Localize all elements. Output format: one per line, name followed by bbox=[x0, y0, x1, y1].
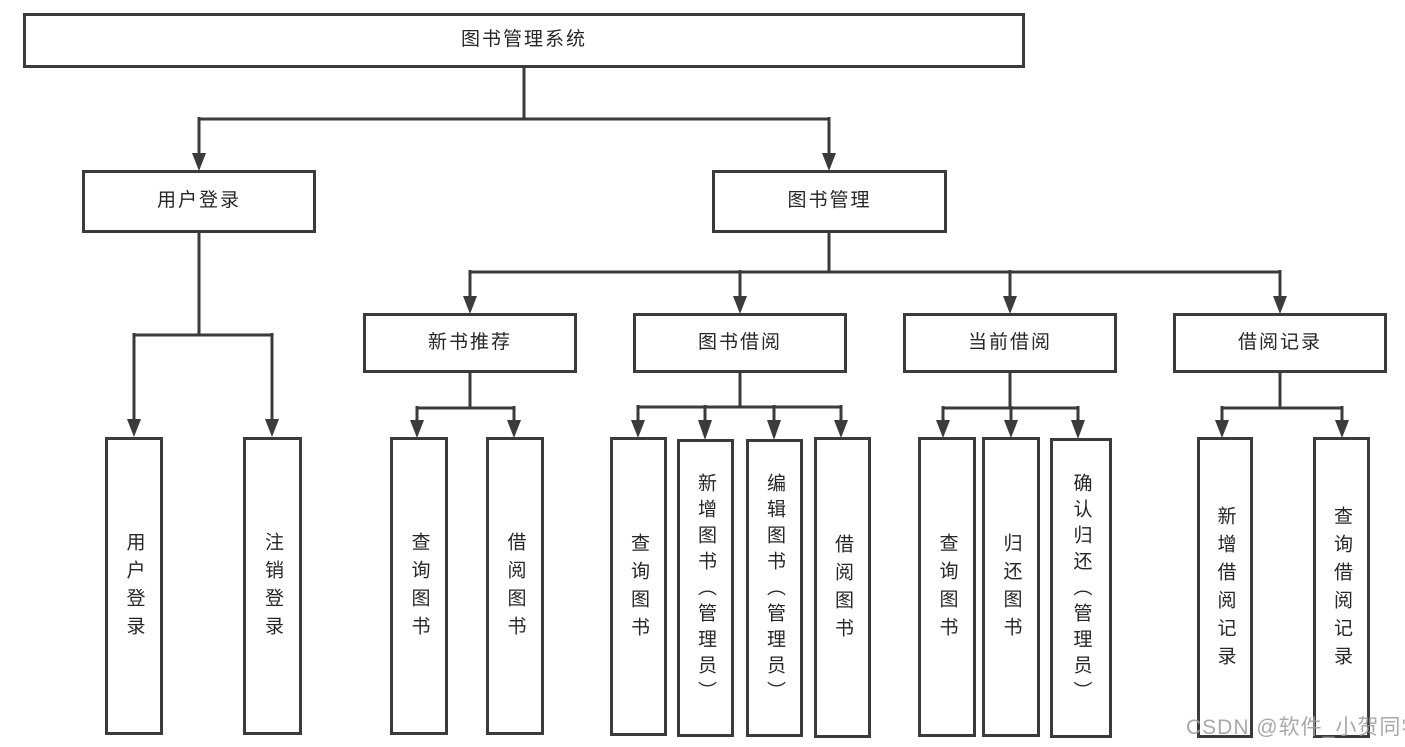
leaf-add-books-admin: 新增图书（管理员） bbox=[677, 439, 734, 737]
leaf-add-borrow-record: 新增借阅记录 bbox=[1197, 437, 1253, 738]
leaf-query-books-2: 查询图书 bbox=[610, 437, 667, 736]
leaf-query-books-3: 查询图书 bbox=[918, 437, 976, 737]
leaf-user-login: 用户登录 bbox=[105, 437, 163, 735]
watermark: CSDN @软件_小贺同学 bbox=[1186, 716, 1405, 739]
node-borrow-records: 借阅记录 bbox=[1173, 313, 1387, 373]
node-library-system: 图书管理系统 bbox=[23, 13, 1025, 68]
node-current-borrowing: 当前借阅 bbox=[903, 313, 1117, 373]
leaf-query-books-1: 查询图书 bbox=[390, 437, 448, 735]
node-book-borrowing: 图书借阅 bbox=[633, 313, 847, 373]
node-book-management: 图书管理 bbox=[712, 170, 947, 233]
leaf-confirm-return-admin: 确认归还（管理员） bbox=[1050, 438, 1112, 738]
leaf-query-borrow-record: 查询借阅记录 bbox=[1313, 437, 1370, 738]
node-new-book-recommend: 新书推荐 bbox=[363, 313, 577, 373]
leaf-edit-books-admin: 编辑图书（管理员） bbox=[746, 439, 803, 737]
node-user-login-branch: 用户登录 bbox=[82, 170, 316, 233]
leaf-return-books: 归还图书 bbox=[982, 437, 1040, 737]
leaf-borrow-books-2: 借阅图书 bbox=[814, 437, 871, 738]
leaf-borrow-books-1: 借阅图书 bbox=[486, 437, 544, 735]
leaf-logout: 注销登录 bbox=[243, 437, 302, 735]
